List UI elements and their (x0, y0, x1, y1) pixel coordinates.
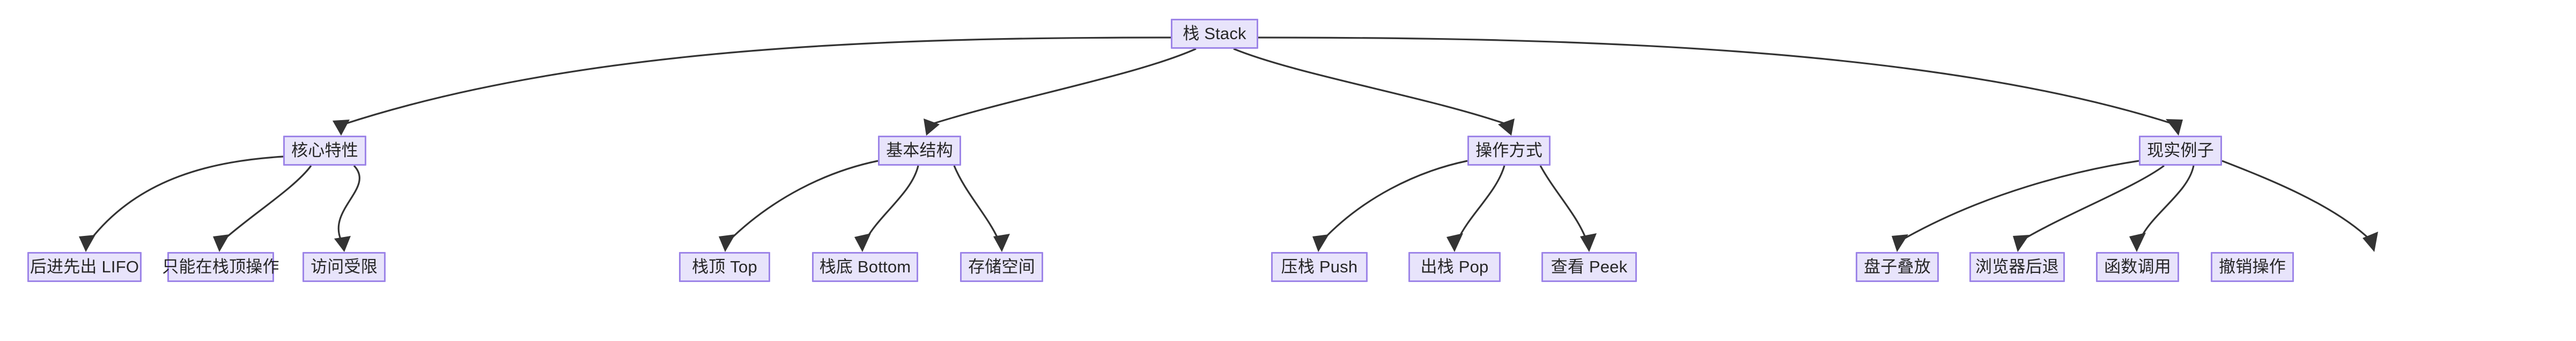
edge-core-to-restricted (337, 165, 360, 241)
arrowhead-function-call (2129, 233, 2146, 252)
arrowhead-undo (2363, 232, 2378, 252)
node-label-operations: 操作方式 (1475, 140, 1542, 160)
edges-operations-branch (1312, 160, 1597, 252)
edge-stack-to-structure (930, 48, 1197, 125)
node-pop[interactable]: 出栈 Pop (1408, 252, 1501, 282)
node-function-call[interactable]: 函数调用 (2096, 252, 2179, 282)
edges-root-to-branches (333, 36, 2183, 136)
arrowhead-restricted (334, 236, 351, 252)
node-label-examples: 现实例子 (2147, 140, 2214, 160)
edge-stack-to-examples (1258, 36, 2175, 125)
node-label-plates: 盘子叠放 (1864, 257, 1931, 276)
node-label-core: 核心特性 (291, 140, 358, 160)
node-label-browser-back: 浏览器后退 (1975, 257, 2059, 276)
node-bottom[interactable]: 栈底 Bottom (812, 252, 918, 282)
edge-structure-to-top (728, 160, 879, 241)
arrowhead-core (333, 120, 350, 136)
node-top[interactable]: 栈顶 Top (679, 252, 770, 282)
edge-examples-to-plates (1901, 160, 2139, 241)
node-examples[interactable]: 现实例子 (2139, 136, 2222, 166)
edge-core-to-top-only (222, 165, 312, 241)
node-label-undo: 撤销操作 (2219, 257, 2286, 276)
edge-structure-to-space (953, 165, 1000, 241)
node-structure[interactable]: 基本结构 (878, 136, 961, 166)
edge-examples-to-function-call (2139, 165, 2195, 241)
node-operations[interactable]: 操作方式 (1467, 136, 1551, 166)
node-top-only[interactable]: 只能在栈顶操作 (162, 252, 279, 282)
node-label-push: 压栈 Push (1281, 257, 1358, 276)
edge-stack-to-core (343, 36, 1171, 125)
node-push[interactable]: 压栈 Push (1271, 252, 1368, 282)
node-restricted[interactable]: 访问受限 (302, 252, 386, 282)
node-plates[interactable]: 盘子叠放 (1856, 252, 1939, 282)
node-stack[interactable]: 栈 Stack (1171, 19, 1258, 49)
arrowhead-browser-back (2013, 235, 2029, 252)
edge-core-to-lifo (89, 155, 284, 241)
node-label-restricted: 访问受限 (311, 257, 378, 276)
node-label-space: 存储空间 (968, 257, 1035, 276)
node-label-peek: 查看 Peek (1551, 257, 1628, 276)
arrowhead-top (719, 234, 735, 252)
arrowhead-bottom (854, 233, 871, 252)
node-label-top-only: 只能在栈顶操作 (162, 257, 279, 276)
arrowhead-top-only (213, 234, 230, 252)
edges-core-branch (79, 155, 360, 252)
edge-examples-to-undo (2221, 160, 2372, 241)
edge-structure-to-bottom (865, 165, 919, 241)
edge-operations-to-push (1322, 160, 1468, 241)
node-undo[interactable]: 撤销操作 (2211, 252, 2294, 282)
arrowhead-structure (924, 118, 940, 136)
node-label-structure: 基本结构 (886, 140, 953, 160)
edges-structure-branch (719, 160, 1010, 252)
edge-operations-to-pop (1457, 165, 1505, 241)
arrowhead-peek (1580, 233, 1597, 252)
node-peek[interactable]: 查看 Peek (1541, 252, 1637, 282)
node-core[interactable]: 核心特性 (283, 136, 366, 166)
arrowhead-space (993, 234, 1010, 252)
node-label-bottom: 栈底 Bottom (819, 257, 911, 276)
edge-operations-to-peek (1539, 165, 1588, 241)
arrowhead-pop (1446, 233, 1463, 252)
edge-examples-to-browser-back (2021, 165, 2165, 241)
node-label-pop: 出栈 Pop (1420, 257, 1489, 276)
arrowhead-plates (1892, 234, 1908, 252)
node-label-stack: 栈 Stack (1183, 24, 1246, 43)
node-label-function-call: 函数调用 (2104, 257, 2171, 276)
arrowhead-examples (2166, 119, 2183, 136)
edge-stack-to-operations (1233, 48, 1508, 125)
arrowhead-lifo (79, 235, 95, 252)
node-label-top: 栈顶 Top (692, 257, 757, 276)
node-lifo[interactable]: 后进先出 LIFO (27, 252, 142, 282)
node-label-lifo: 后进先出 LIFO (29, 257, 139, 276)
node-space[interactable]: 存储空间 (960, 252, 1043, 282)
arrowhead-push (1312, 234, 1329, 252)
node-browser-back[interactable]: 浏览器后退 (1969, 252, 2065, 282)
arrowhead-operations (1498, 118, 1515, 136)
edges-examples-branch (1892, 160, 2378, 252)
